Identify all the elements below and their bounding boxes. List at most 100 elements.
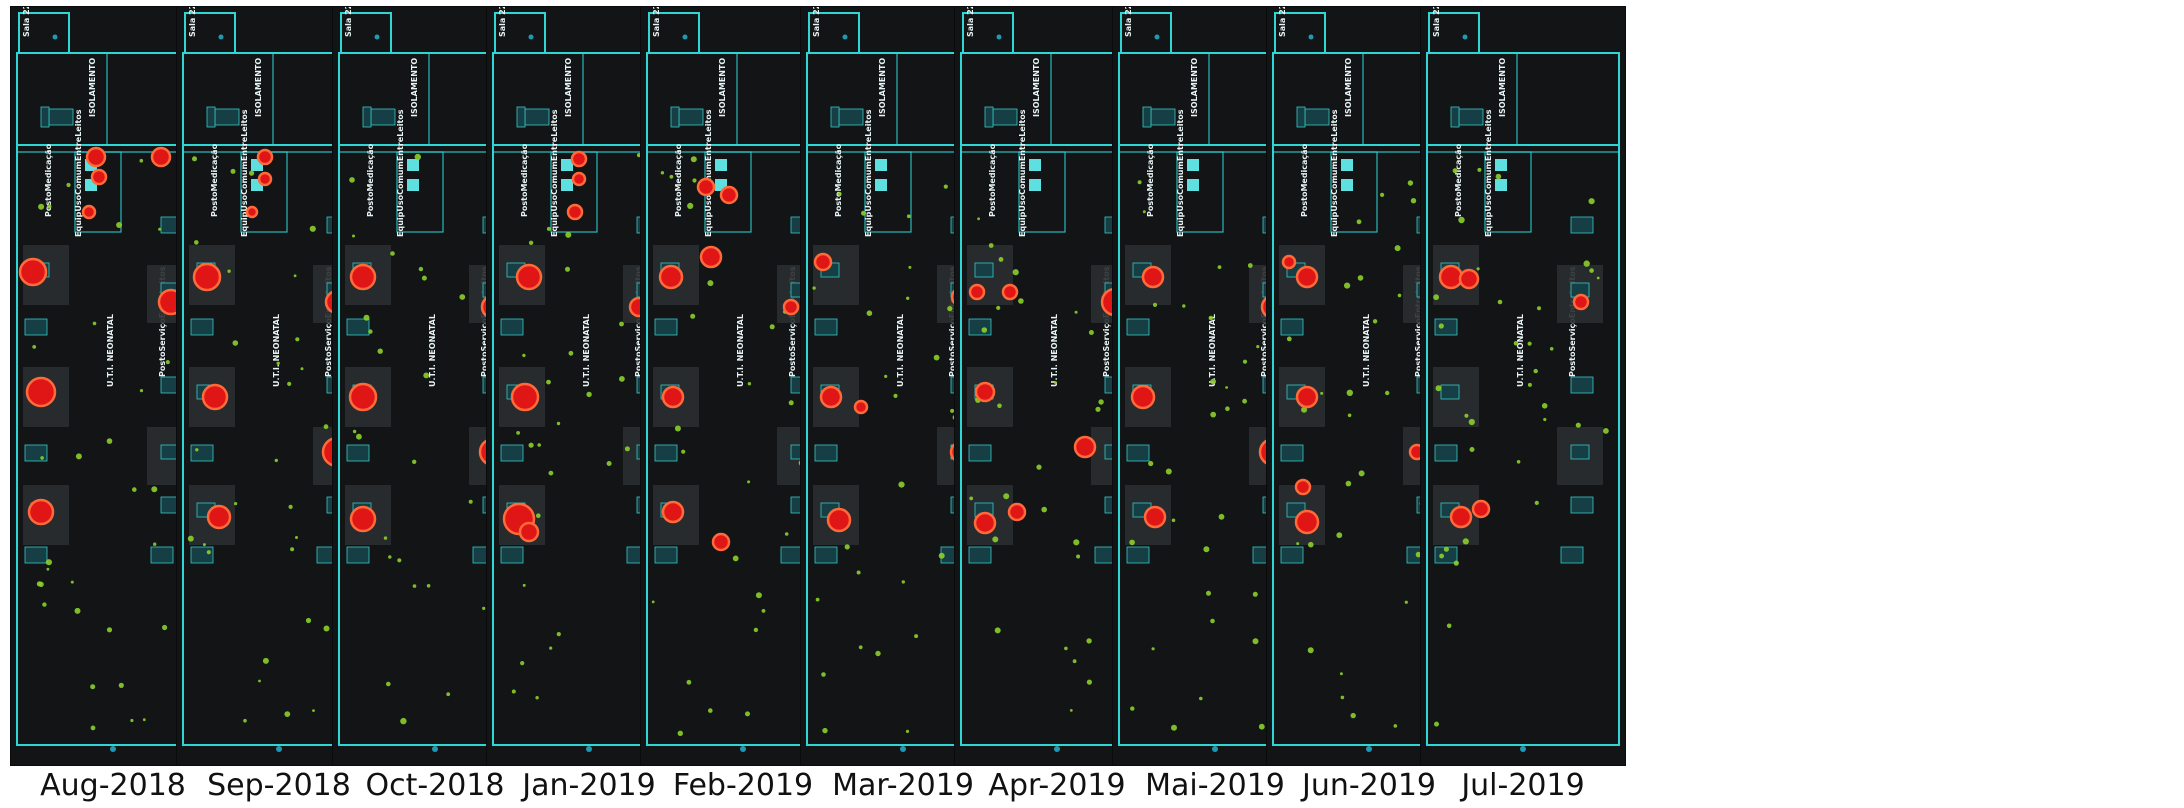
room-label-equip-uso-comum: EquipUsoComumEntreLeitos <box>1484 109 1493 237</box>
heat-hotspot <box>1130 384 1156 410</box>
heat-hotspot <box>515 263 543 291</box>
panel-date-caption: Sep-2018 <box>207 768 351 803</box>
room-label-equip-uso-comum: EquipUsoComumEntreLeitos <box>1018 109 1027 237</box>
room-label-sala: Sala 22 <box>652 7 661 37</box>
heat-hotspot <box>1281 254 1297 270</box>
room-label-sala: Sala 22 <box>1124 7 1133 37</box>
heat-hotspot <box>571 171 587 187</box>
heat-hotspot <box>256 148 274 166</box>
heat-hotspot <box>570 150 588 168</box>
heat-hotspot <box>1471 499 1491 519</box>
heat-hotspot <box>18 257 48 287</box>
heat-hotspot <box>819 385 843 409</box>
heat-hotspot <box>1458 268 1480 290</box>
room-label-equip-uso-comum: EquipUsoComumEntreLeitos <box>1176 109 1185 237</box>
room-label-posto-medicacao: PostoMedicação <box>1146 143 1155 217</box>
heat-hotspot <box>1141 265 1165 289</box>
heat-hotspot <box>518 521 540 543</box>
room-label-isolamento: ISOLAMENTO <box>564 58 573 117</box>
heat-hotspot <box>661 500 685 524</box>
room-label-uti-neonatal: U.T.I. NEONATAL <box>1050 314 1059 387</box>
room-label-posto-medicacao: PostoMedicação <box>1454 143 1463 217</box>
heat-hotspot <box>257 171 273 187</box>
room-label-sala: Sala 22 <box>1278 7 1287 37</box>
heat-hotspot <box>201 383 229 411</box>
room-label-uti-neonatal: U.T.I. NEONATAL <box>736 314 745 387</box>
heat-hotspot <box>1295 265 1319 289</box>
heat-hotspot <box>658 264 684 290</box>
room-label-equip-uso-comum: EquipUsoComumEntreLeitos <box>396 109 405 237</box>
room-label-isolamento: ISOLAMENTO <box>88 58 97 117</box>
heat-hotspot <box>349 263 377 291</box>
room-label-uti-neonatal: U.T.I. NEONATAL <box>106 314 115 387</box>
room-label-uti-neonatal: U.T.I. NEONATAL <box>582 314 591 387</box>
room-label-sala: Sala 22 <box>1432 7 1441 37</box>
room-label-posto-medicacao: PostoMedicação <box>366 143 375 217</box>
room-label-isolamento: ISOLAMENTO <box>718 58 727 117</box>
room-label-uti-neonatal: U.T.I. NEONATAL <box>1362 314 1371 387</box>
heat-hotspot <box>192 262 222 292</box>
heat-hotspot <box>973 511 997 535</box>
room-label-posto-medicacao: PostoMedicação <box>210 143 219 217</box>
room-label-uti-neonatal: U.T.I. NEONATAL <box>1516 314 1525 387</box>
heat-hotspot <box>974 381 996 403</box>
heat-hotspot <box>1007 502 1027 522</box>
room-label-posto-medicacao: PostoMedicação <box>1300 143 1309 217</box>
panel-date-caption: Oct-2018 <box>365 768 505 803</box>
panel-date-caption: Apr-2019 <box>988 768 1126 803</box>
room-label-isolamento: ISOLAMENTO <box>1032 58 1041 117</box>
room-label-equip-uso-comum: EquipUsoComumEntreLeitos <box>704 109 713 237</box>
heat-hotspot <box>1572 293 1590 311</box>
heat-hotspot <box>696 177 716 197</box>
room-label-posto-medicacao: PostoMedicação <box>44 143 53 217</box>
room-label-sala: Sala 22 <box>188 7 197 37</box>
heat-hotspot <box>1001 283 1019 301</box>
heat-hotspot <box>90 168 108 186</box>
panel-date-caption: Jan-2019 <box>522 768 656 803</box>
room-label-sala: Sala 22 <box>344 7 353 37</box>
room-label-posto-medicacao: PostoMedicação <box>834 143 843 217</box>
heat-hotspot <box>711 532 731 552</box>
panel-date-caption: Aug-2018 <box>40 768 186 803</box>
panel-date-caption: Feb-2019 <box>672 768 814 803</box>
heat-hotspot <box>719 185 739 205</box>
heat-hotspot <box>661 385 685 409</box>
heat-hotspot <box>1294 478 1312 496</box>
room-label-isolamento: ISOLAMENTO <box>1344 58 1353 117</box>
room-label-equip-uso-comum: EquipUsoComumEntreLeitos <box>74 109 83 237</box>
room-label-sala: Sala 22 <box>498 7 507 37</box>
heat-hotspot <box>1143 505 1167 529</box>
room-label-sala: Sala 22 <box>812 7 821 37</box>
floor-plan-heatmap: Sala 22 ISOLAMENTO PostoMedicação EquipUsoC… <box>1426 7 1620 752</box>
heat-hotspot <box>968 283 986 301</box>
heat-hotspot <box>1295 385 1319 409</box>
room-label-isolamento: ISOLAMENTO <box>1498 58 1507 117</box>
heat-hotspot <box>510 382 540 412</box>
heat-hotspot <box>566 203 584 221</box>
room-label-posto-medicacao: PostoMedicação <box>674 143 683 217</box>
heat-hotspot <box>699 245 723 269</box>
room-label-uti-neonatal: U.T.I. NEONATAL <box>428 314 437 387</box>
heat-hotspot <box>1073 435 1097 459</box>
room-label-isolamento: ISOLAMENTO <box>1190 58 1199 117</box>
room-label-uti-neonatal: U.T.I. NEONATAL <box>896 314 905 387</box>
floor-plan-heatmap: Sala 22 ISOLAMENTO PostoMedicação EquipUsoC… <box>16 7 210 752</box>
heat-hotspot <box>245 205 259 219</box>
panel-date-caption: Mar-2019 <box>832 768 974 803</box>
room-label-posto-medicacao: PostoMedicação <box>988 143 997 217</box>
heat-hotspot <box>150 146 172 168</box>
heat-hotspot <box>853 399 869 415</box>
panel-date-caption: Jun-2019 <box>1301 768 1437 803</box>
floor-plan-panel: Sala 22 ISOLAMENTO PostoMedicação EquipUsoC… <box>1420 6 1626 766</box>
room-label-posto-medicacao: PostoMedicação <box>520 143 529 217</box>
panel-date-caption: Jul-2019 <box>1461 768 1585 803</box>
room-label-uti-neonatal: U.T.I. NEONATAL <box>272 314 281 387</box>
heat-hotspot <box>1294 509 1320 535</box>
heat-hotspot <box>348 382 378 412</box>
room-label-equip-uso-comum: EquipUsoComumEntreLeitos <box>240 109 249 237</box>
room-label-equip-uso-comum: EquipUsoComumEntreLeitos <box>1330 109 1339 237</box>
heat-hotspot <box>826 507 852 533</box>
room-label-sala: Sala 22 <box>966 7 975 37</box>
room-label-equip-uso-comum: EquipUsoComumEntreLeitos <box>550 109 559 237</box>
room-label-uti-neonatal: U.T.I. NEONATAL <box>1208 314 1217 387</box>
